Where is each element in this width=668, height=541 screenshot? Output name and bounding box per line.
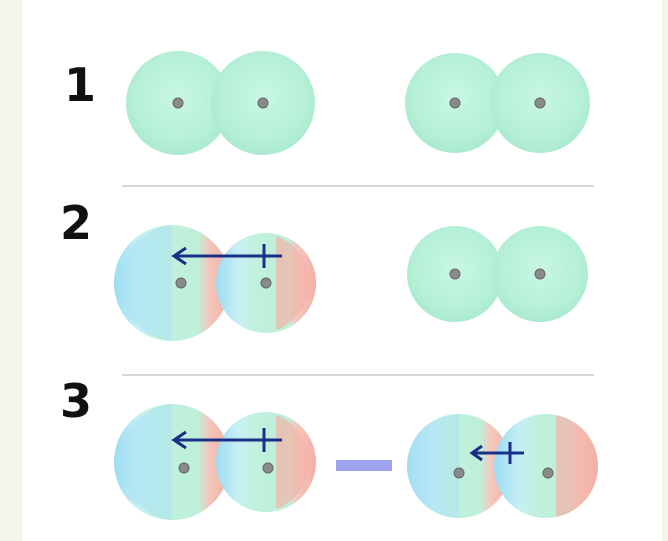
nucleus-dot [172,97,184,109]
nucleus-dot [534,97,546,109]
row-label-1: 1 [64,58,97,112]
row2-right-molecule [407,226,588,322]
nucleus-dot [257,97,269,109]
interaction-bar-icon [336,460,392,471]
nucleus-dot [262,462,274,474]
nucleus-dot [542,467,554,479]
row1-right-molecule [405,53,590,153]
divider-1 [122,185,594,187]
divider-2 [122,374,594,376]
nucleus-dot [449,268,461,280]
row-label-3: 3 [60,374,93,428]
dipole-arrow-icon [469,442,524,464]
nucleus-dot [175,277,187,289]
row1-left-molecule [126,51,315,155]
dipole-arrow-icon [171,244,282,268]
row2-left-dipole-molecule [114,225,316,341]
nucleus-dot [449,97,461,109]
dipole-arrow-icon [171,428,282,452]
row3-left-dipole-molecule [114,404,316,520]
nucleus-dot [260,277,272,289]
nucleus-dot [178,462,190,474]
nucleus-dot [453,467,465,479]
row-label-2: 2 [60,196,93,250]
nucleus-dot [534,268,546,280]
row3-right-induced-dipole-molecule [407,414,598,518]
